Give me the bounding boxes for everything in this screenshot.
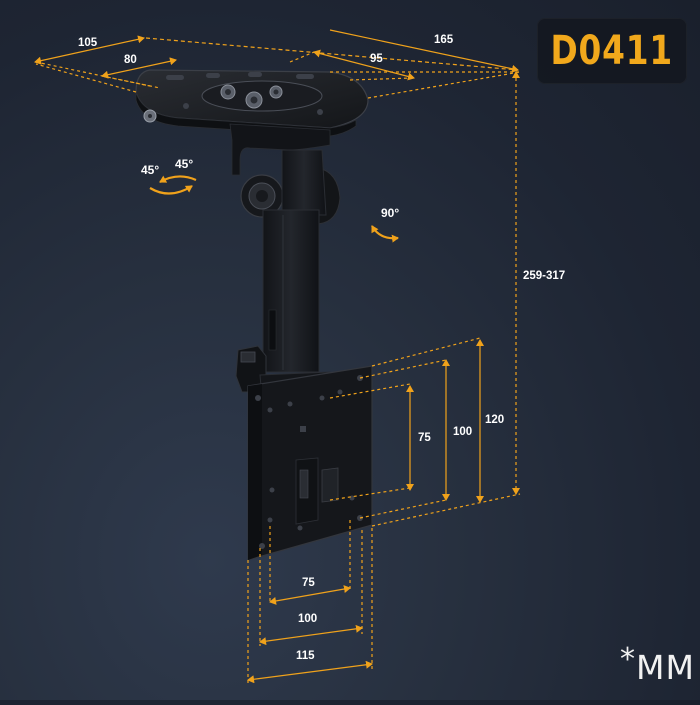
plate-hole: [183, 103, 189, 109]
label-v75: 75: [418, 432, 431, 444]
dimension-lines: [34, 29, 521, 684]
bolt-group: [220, 84, 283, 109]
label-v100: 100: [453, 426, 472, 438]
swivel-bracket: [229, 123, 331, 176]
dim-line-165: [145, 37, 519, 71]
model-code: D0411: [550, 28, 674, 74]
label-165: 165: [434, 34, 454, 46]
label-h100: 100: [298, 613, 317, 625]
column-slot: [268, 309, 277, 351]
plate-slot: [166, 75, 184, 80]
dim-line-h100: [259, 624, 363, 646]
unit-text: MM: [636, 648, 695, 687]
plate-slot: [248, 72, 262, 77]
swivel-arrow: [149, 185, 193, 195]
ext-line: [35, 61, 151, 87]
label-swivel-right: 45°: [175, 157, 193, 171]
ceiling-mount-illustration: [135, 69, 373, 561]
label-95: 95: [370, 53, 383, 65]
label-v120: 120: [485, 414, 504, 426]
unit-asterisk: *: [620, 642, 636, 677]
label-swivel-left: 45°: [141, 163, 159, 177]
ceiling-plate-edge: [135, 91, 357, 137]
dim-line-80: [101, 57, 177, 79]
rotation-indicators: [149, 175, 399, 243]
dim-line-95: [313, 49, 415, 81]
dim-line-h75: [269, 585, 351, 605]
plate-recess: [201, 80, 323, 112]
tilt-housing: [281, 149, 327, 216]
plate-slot: [206, 73, 220, 78]
unit-label: *MM: [620, 640, 695, 687]
dim-line-h115: [247, 660, 373, 684]
plate-slot: [296, 74, 314, 79]
dimension-labels: 105 80 165 95 259-317 75 100 120 75 100 …: [78, 34, 565, 662]
tilt-arrow: [371, 225, 399, 243]
model-badge: D0411: [537, 18, 687, 84]
vesa-holes: [255, 375, 363, 549]
plate-hole: [317, 109, 323, 115]
vesa-lock-tab: [321, 467, 339, 503]
label-height-range: 259-317: [523, 270, 565, 282]
label-h75: 75: [302, 577, 315, 589]
label-h115: 115: [296, 650, 315, 662]
side-screw: [143, 109, 157, 123]
label-105: 105: [78, 37, 98, 49]
dim-line-105: [34, 35, 145, 65]
label-tilt: 90°: [381, 206, 399, 220]
label-80: 80: [124, 54, 137, 66]
